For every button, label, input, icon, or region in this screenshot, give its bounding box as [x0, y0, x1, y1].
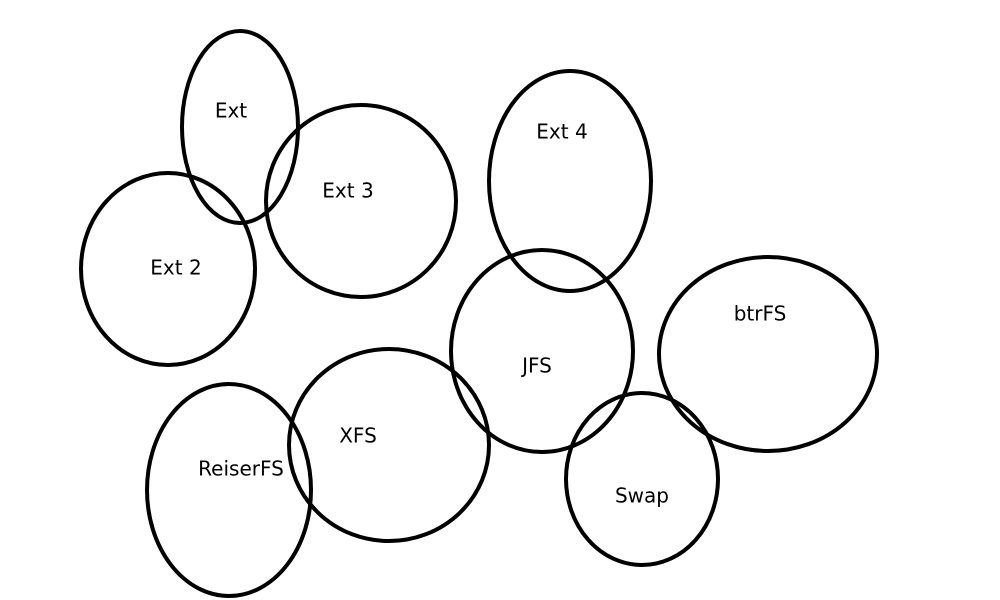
node-ext3: Ext 3 — [264, 103, 458, 299]
label-reiserfs: ReiserFS — [198, 457, 284, 481]
ellipse-jfs — [449, 248, 635, 454]
label-ext4: Ext 4 — [536, 120, 587, 144]
label-btrfs: btrFS — [734, 302, 787, 326]
node-btrfs: btrFS — [657, 255, 879, 453]
node-xfs: XFS — [287, 347, 491, 543]
ellipse-ext4 — [487, 69, 653, 293]
node-ext2: Ext 2 — [79, 171, 257, 367]
ellipse-xfs — [287, 347, 491, 543]
ellipse-ext — [180, 29, 300, 225]
node-reiserfs: ReiserFS — [145, 382, 313, 598]
ellipse-ext3 — [264, 103, 458, 299]
ellipse-swap — [564, 391, 720, 567]
label-ext: Ext — [215, 99, 247, 123]
ellipse-reiserfs — [145, 382, 313, 598]
label-ext3: Ext 3 — [322, 179, 373, 203]
node-jfs: JFS — [449, 248, 635, 454]
label-xfs: XFS — [339, 424, 377, 448]
ellipse-ext2 — [79, 171, 257, 367]
node-swap: Swap — [564, 391, 720, 567]
label-jfs: JFS — [520, 354, 552, 378]
node-ext4: Ext 4 — [487, 69, 653, 293]
ellipse-btrfs — [657, 255, 879, 453]
node-ext: Ext — [180, 29, 300, 225]
label-swap: Swap — [615, 484, 669, 508]
label-ext2: Ext 2 — [150, 256, 201, 280]
